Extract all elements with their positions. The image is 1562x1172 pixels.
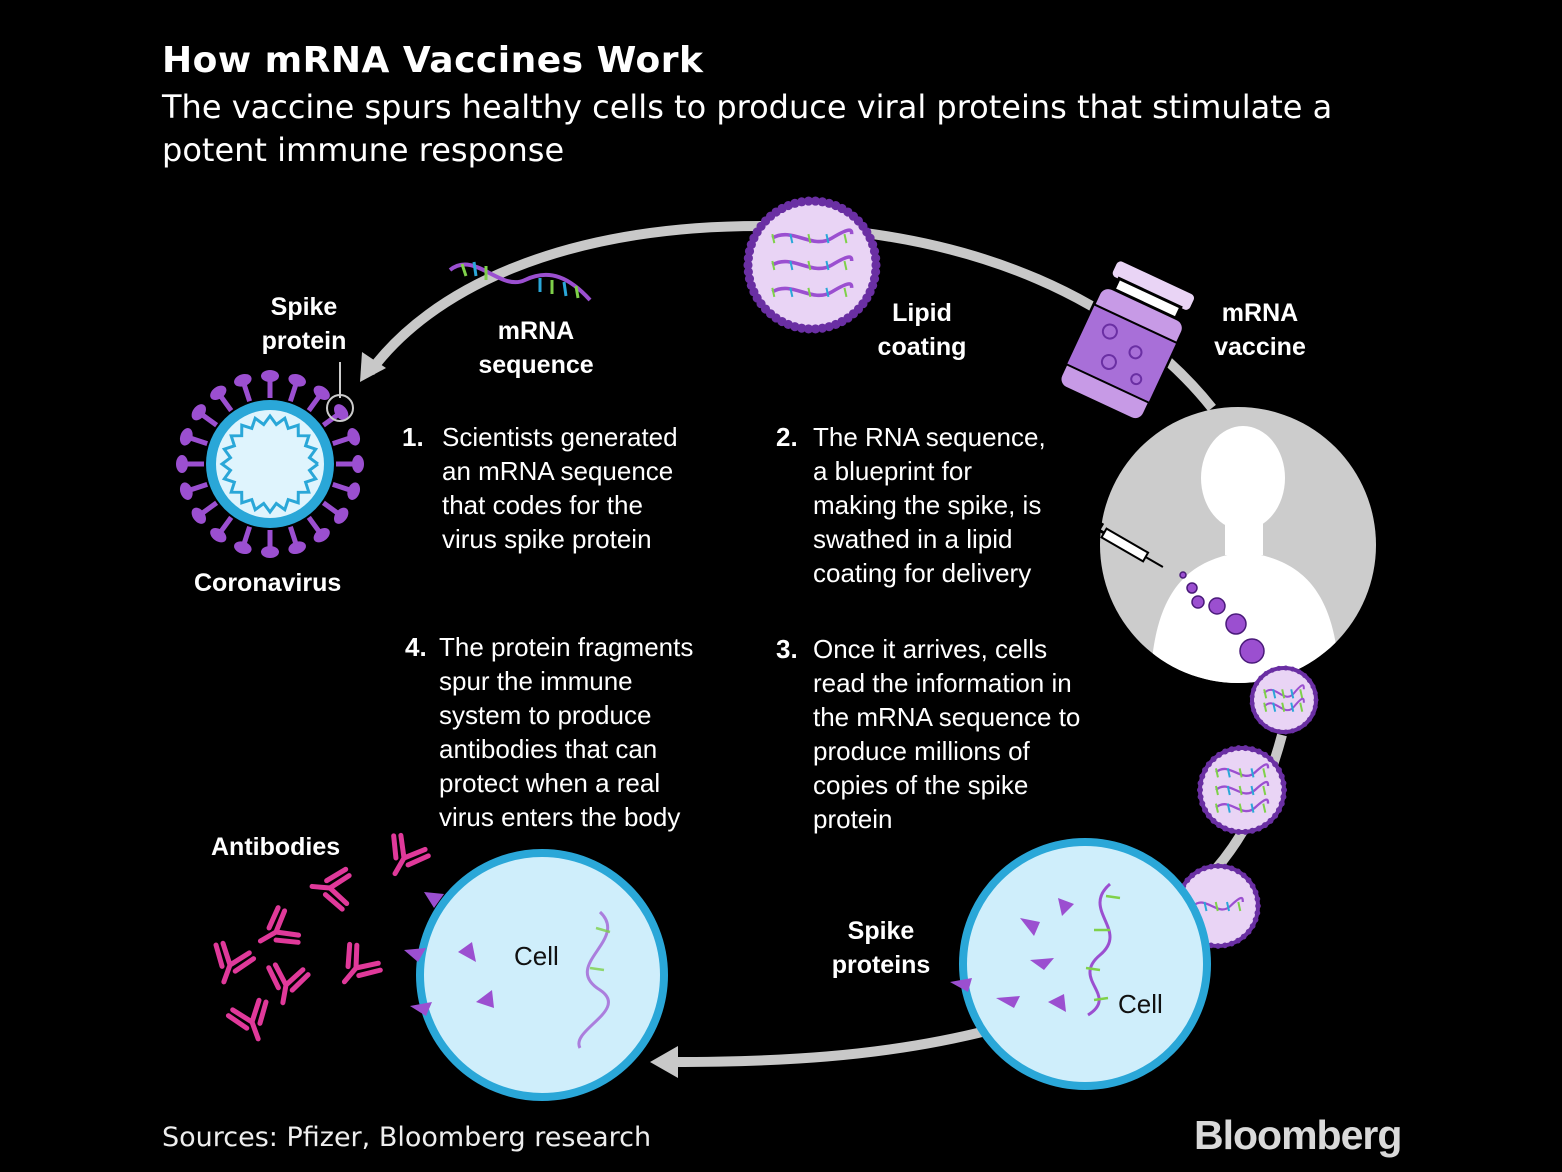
step-1-line-1: Scientists generated: [442, 422, 678, 452]
spike-proteins-label-line-2: proteins: [831, 951, 931, 979]
page-title: How mRNA Vaccines Work: [162, 40, 704, 81]
lipid-coating-label: Lipid coating: [870, 296, 974, 364]
step-4-line-6: virus enters the body: [439, 802, 681, 832]
lipid-particle-1: [1249, 665, 1319, 735]
cycle-arrow-bottom: [671, 1025, 992, 1067]
cell-left-label: Cell: [514, 941, 559, 971]
antibodies-label: Antibodies: [211, 833, 341, 861]
step-2-line-5: coating for delivery: [813, 558, 1032, 588]
step-4-line-1: The protein fragments: [439, 632, 694, 662]
sources-text: Sources: Pfizer, Bloomberg research: [162, 1122, 652, 1153]
subtitle-line-1: The vaccine spurs healthy cells to produ…: [162, 88, 1333, 126]
step-4-line-3: system to produce: [439, 700, 652, 730]
mrna-vaccine-label: mRNA vaccine: [1206, 296, 1314, 364]
spike-protein-callout-circle: [326, 394, 354, 422]
mrna-strand-icon: [448, 261, 592, 302]
mrna-sequence-label-line-2: sequence: [478, 351, 594, 379]
spike-protein-label: Spike protein: [256, 290, 352, 358]
step-3-line-1: Once it arrives, cells: [813, 634, 1048, 664]
step-4-number: 4.: [405, 632, 427, 662]
lipid-particle-2: [1197, 745, 1287, 835]
mrna-sequence-label-line-1: mRNA: [497, 317, 575, 345]
person-injection-icon: [1093, 407, 1376, 683]
step-3-line-6: protein: [813, 804, 893, 834]
step-1-line-4: virus spike protein: [442, 524, 652, 554]
lipid-coating-label-line-1: Lipid: [892, 299, 952, 327]
cell-left-icon: [404, 849, 668, 1101]
subtitle-line-2: potent immune response: [162, 131, 565, 169]
page-subtitle: The vaccine spurs healthy cells to produ…: [162, 86, 1332, 172]
mrna-vaccine-label-line-2: vaccine: [1214, 333, 1306, 361]
spike-proteins-label: Spike proteins: [822, 914, 940, 982]
cycle-arrowhead-top: [360, 352, 386, 382]
step-2-line-2: a blueprint for: [813, 456, 972, 486]
step-2-number: 2.: [776, 422, 798, 452]
step-3-line-4: produce millions of: [813, 736, 1030, 766]
spike-protein-label-line-2: protein: [261, 327, 347, 355]
spike-proteins-label-line-1: Spike: [847, 917, 915, 945]
lipid-coating-label-line-2: coating: [877, 333, 967, 361]
step-4-line-2: spur the immune: [439, 666, 633, 696]
cell-right-icon: [950, 838, 1211, 1090]
step-3-line-3: the mRNA sequence to: [813, 702, 1081, 732]
mrna-sequence-label: mRNA sequence: [470, 314, 602, 382]
step-2-line-3: making the spike, is: [813, 490, 1042, 520]
coronavirus-icon: [176, 370, 364, 558]
step-1-number: 1.: [402, 422, 424, 452]
step-3-number: 3.: [776, 634, 798, 664]
step-3-line-2: read the information in: [813, 668, 1072, 698]
cycle-arrowhead-bottom: [650, 1046, 678, 1078]
cell-right-label: Cell: [1118, 989, 1163, 1019]
mrna-vaccine-label-line-1: mRNA: [1221, 299, 1299, 327]
step-2-line-1: The RNA sequence,: [813, 422, 1046, 452]
antibodies-icon: [213, 832, 431, 1042]
bloomberg-logo: Bloomberg: [1194, 1112, 1402, 1158]
step-1-line-3: that codes for the: [442, 490, 643, 520]
step-3-line-5: copies of the spike: [813, 770, 1029, 800]
step-4-line-4: antibodies that can: [439, 734, 658, 764]
step-4-line-5: protect when a real: [439, 768, 661, 798]
vaccine-vial-icon: [1058, 258, 1197, 422]
step-2-line-4: swathed in a lipid: [813, 524, 1013, 554]
spike-protein-label-line-1: Spike: [270, 293, 338, 321]
lipid-coating-icon: [743, 196, 881, 334]
coronavirus-label: Coronavirus: [194, 569, 342, 597]
step-1-line-2: an mRNA sequence: [442, 456, 674, 486]
